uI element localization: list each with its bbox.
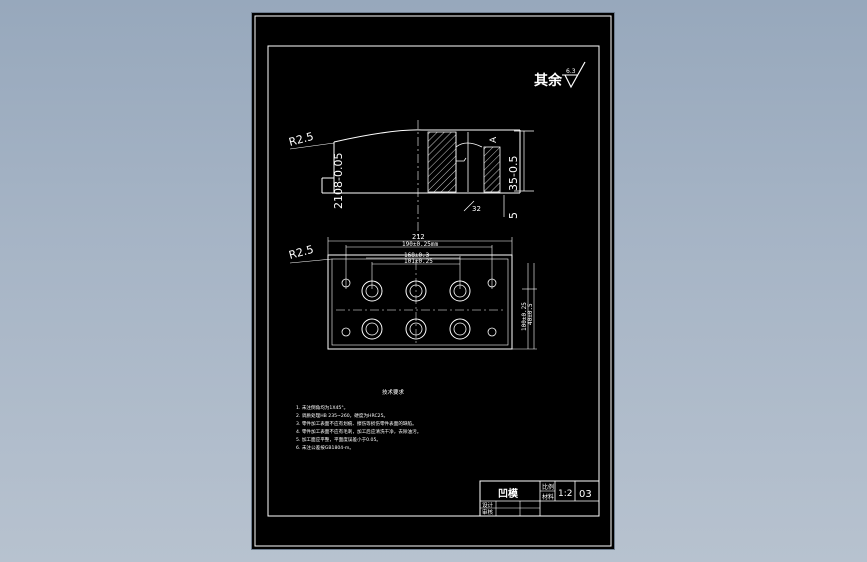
roughness-callout: 其余 6.3 <box>534 61 586 89</box>
plan-dim-bore-span-1: 168±0.3 <box>404 252 430 259</box>
bore-bottom-1 <box>361 318 383 340</box>
title-part-name: 凹模 <box>498 487 519 500</box>
front-view-arc <box>333 129 438 143</box>
engineering-drawing: 其余 6.3 R2.5 2108-0.05 35 <box>254 15 612 547</box>
front-view-step: 5 <box>507 212 520 219</box>
plan-dim-overall: 212 <box>412 233 425 241</box>
roughness-value: 6.3 <box>566 68 576 75</box>
title-block <box>479 480 600 517</box>
plan-dim-bore-span-2: 101±0.25 <box>404 258 433 265</box>
plan-view-inner-outline <box>331 258 509 346</box>
roughness-prefix: 其余 <box>534 72 563 89</box>
corner-hole-bottom-left <box>341 327 351 337</box>
corner-hole-bottom-right <box>487 327 497 337</box>
plan-dim-hole-span: 190±0.25mm <box>402 241 439 248</box>
note-item-1: 1. 未注倒角均为1X45°。 <box>296 404 348 411</box>
section-hatch-right <box>483 146 501 193</box>
technical-notes: 技术要求 1. 未注倒角均为1X45°。 2. 调质处理HB 235~260，硬… <box>296 388 421 451</box>
roughness-symbol-icon <box>564 61 586 89</box>
bore-top-1 <box>361 280 383 302</box>
front-view-depth-marker: 32 <box>472 205 481 213</box>
notes-heading: 技术要求 <box>382 388 405 396</box>
corner-hole-top-right <box>487 278 497 288</box>
note-item-2: 2. 调质处理HB 235~260，硬度为HRC25。 <box>296 412 388 419</box>
title-designer-label: 设计 <box>482 501 494 509</box>
front-view: R2.5 2108-0.05 35-0.5 5 32 A <box>287 120 534 239</box>
front-view-height-right: 35-0.5 <box>507 156 520 191</box>
front-view-top-mark: A <box>489 136 499 143</box>
plan-view-outline <box>327 254 513 350</box>
inner-border <box>267 45 600 517</box>
plan-view-radius: R2.5 <box>287 243 315 262</box>
front-view-height-left: 2108-0.05 <box>332 153 345 209</box>
note-item-6: 6. 未注公差按GB1804-m。 <box>296 444 354 451</box>
title-checker-label: 审核 <box>482 508 494 516</box>
title-scale-label: 比例 <box>542 483 554 491</box>
note-item-5: 5. 加工面应平整，平面度误差小于0.05。 <box>296 436 381 443</box>
note-item-3: 3. 零件加工表面不应有划痕、擦伤等损伤零件表面的缺陷。 <box>296 420 417 427</box>
plan-dim-side-2: 40±0.5 <box>527 303 534 325</box>
front-view-radius: R2.5 <box>287 130 315 149</box>
title-sheet-number: 03 <box>579 489 592 500</box>
note-item-4: 4. 零件加工表面不应有毛刺，加工后应清洗干净，去除油污。 <box>296 428 421 435</box>
section-hatch-left <box>427 131 457 193</box>
title-scale-value: 1:2 <box>558 489 572 499</box>
plan-dim-side-1: 100±0.25 <box>521 302 528 331</box>
title-material-label: 材料 <box>542 493 554 501</box>
corner-hole-top-left <box>341 278 351 288</box>
drawing-sheet: 其余 6.3 R2.5 2108-0.05 35 <box>252 13 614 549</box>
outer-border <box>254 15 612 547</box>
bore-top-3 <box>449 280 471 302</box>
bore-bottom-3 <box>449 318 471 340</box>
plan-view: R2.5 212 190±0.25mm 168±0.3 101±0.25 100… <box>287 233 537 350</box>
